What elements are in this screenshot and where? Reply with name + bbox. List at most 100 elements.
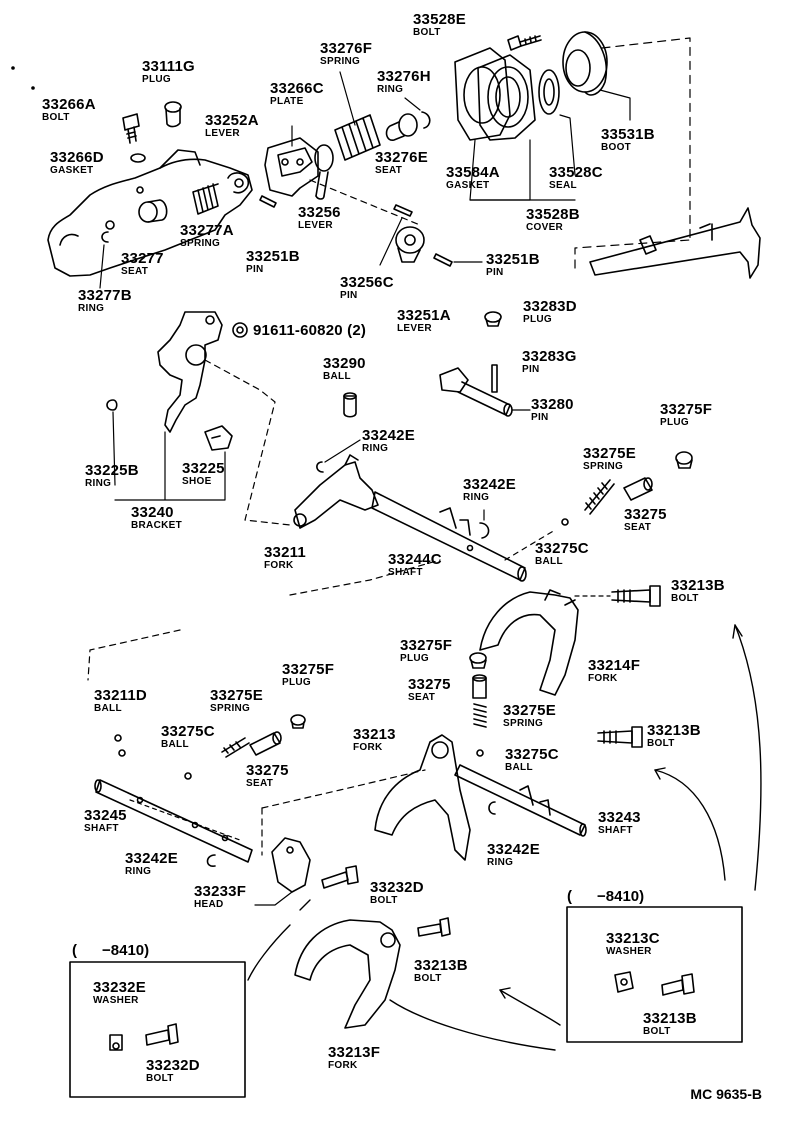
plug-33275F-top — [675, 451, 693, 469]
ring-33242E-middle — [479, 522, 490, 539]
ring-33225B — [106, 399, 118, 411]
spring-33275E-middle — [473, 703, 487, 728]
top-right-shaft — [589, 207, 761, 279]
spring-33275E-top — [584, 479, 615, 515]
head-33233F — [254, 837, 311, 906]
plug-33283D — [484, 311, 502, 327]
pin-33251B-left — [259, 195, 277, 208]
bolt-33213B-c — [417, 917, 451, 937]
seat-33275-left — [249, 731, 282, 756]
ring-33277B — [101, 231, 109, 243]
bolt-33232D-a — [321, 865, 359, 889]
inset-box-right — [566, 906, 743, 1043]
shaft-33244C — [371, 491, 527, 582]
fork-33213 — [374, 734, 471, 861]
bolt-33528E — [507, 35, 542, 51]
washer-91611 — [232, 322, 248, 338]
spring-33277A — [192, 183, 219, 215]
pin-33280 — [439, 367, 513, 417]
gasket-33266D — [130, 153, 146, 163]
seat-33277 — [138, 199, 168, 223]
inset-right-title: ( −8410) — [567, 888, 645, 905]
fork-33214F — [479, 589, 579, 696]
shoe-33225 — [204, 425, 233, 451]
catalog-code: MC 9635-B — [690, 1086, 762, 1102]
bolt-33213B-b — [597, 726, 643, 748]
seat-33276E — [385, 113, 418, 141]
lever-33252A — [227, 172, 250, 194]
seat-33275-middle — [472, 674, 487, 699]
fork-33213F — [294, 919, 401, 1029]
lever-33251A — [395, 226, 425, 263]
washer-33213C — [614, 971, 634, 993]
washer-33232E — [109, 1034, 123, 1051]
shift-housing-part — [47, 149, 253, 277]
ball-33290 — [343, 392, 357, 418]
bracket-33240 — [157, 311, 223, 433]
ball-33211D — [114, 734, 122, 742]
plug-33275F-middle — [469, 652, 487, 669]
bolt-33213B-d — [661, 973, 695, 996]
inset-left-title: ( −8410) — [72, 942, 150, 959]
cover-33528B — [477, 54, 536, 141]
label-91611-60820: 91611-60820 (2) — [253, 322, 367, 339]
ball-33275C-top — [561, 518, 569, 526]
bolt-33232D-b — [145, 1023, 179, 1046]
plug-33275F-left — [290, 714, 306, 729]
shaft-33243 — [454, 764, 587, 837]
ring-33242E-lower-left — [206, 854, 216, 867]
spring-33276F — [334, 114, 381, 161]
ring-33242E-upper — [316, 461, 324, 473]
plug-33111G — [164, 101, 182, 128]
